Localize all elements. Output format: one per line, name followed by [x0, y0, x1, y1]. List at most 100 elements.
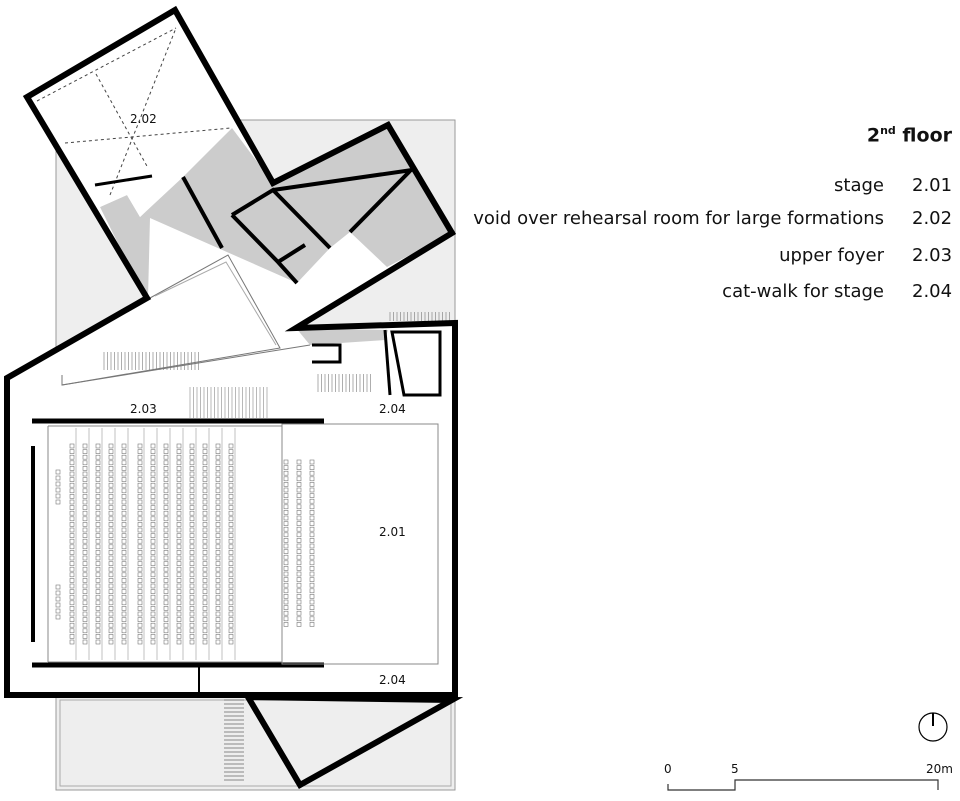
- seat: [163, 522, 169, 527]
- seat: [121, 505, 127, 510]
- seat: [108, 572, 114, 578]
- seat: [202, 449, 208, 454]
- seat: [176, 566, 182, 572]
- seat: [121, 494, 127, 499]
- seat: [215, 443, 221, 449]
- seat: [121, 522, 127, 527]
- seat: [215, 578, 221, 583]
- seat: [69, 550, 75, 555]
- seat: [309, 549, 315, 554]
- seat: [108, 482, 114, 488]
- seat: [150, 527, 156, 533]
- seat: [137, 628, 143, 634]
- seat: [150, 494, 156, 499]
- seat: [228, 566, 234, 572]
- seat: [137, 449, 143, 454]
- interior-walls: [181, 168, 442, 397]
- seat: [69, 538, 75, 544]
- seat: [163, 606, 169, 611]
- seat: [176, 628, 182, 634]
- seat: [95, 578, 101, 583]
- seat: [108, 443, 114, 449]
- seat: [283, 493, 289, 498]
- seat: [202, 572, 208, 578]
- seat: [163, 572, 169, 578]
- seat: [69, 600, 75, 606]
- seat: [150, 555, 156, 561]
- seat: [296, 543, 302, 549]
- seat: [215, 482, 221, 488]
- seat: [95, 538, 101, 544]
- seat: [108, 527, 114, 533]
- seat: [137, 466, 143, 471]
- seat: [108, 538, 114, 544]
- seat: [309, 543, 315, 549]
- seat: [228, 583, 234, 589]
- seat: [202, 533, 208, 538]
- seat: [121, 578, 127, 583]
- seat: [69, 634, 75, 639]
- seat: [228, 522, 234, 527]
- seat: [163, 628, 169, 634]
- seat: [176, 583, 182, 589]
- seat: [121, 583, 127, 589]
- seat: [82, 594, 88, 600]
- seat: [296, 622, 302, 627]
- seat: [108, 522, 114, 527]
- seat: [82, 522, 88, 527]
- seat: [228, 516, 234, 522]
- seat: [283, 560, 289, 566]
- seat: [82, 628, 88, 634]
- seat: [137, 454, 143, 460]
- seat: [108, 583, 114, 589]
- seat: [215, 606, 221, 611]
- scale-bar: [667, 779, 939, 791]
- seat: [108, 634, 114, 639]
- seat: [108, 471, 114, 477]
- seat: [202, 566, 208, 572]
- seat: [215, 583, 221, 589]
- seat: [69, 639, 75, 645]
- seat: [189, 499, 195, 505]
- seat: [176, 449, 182, 454]
- seat: [189, 533, 195, 538]
- seat: [215, 488, 221, 494]
- seat: [202, 454, 208, 460]
- seat: [137, 611, 143, 617]
- seat: [228, 594, 234, 600]
- seat: [283, 459, 289, 465]
- seat: [163, 611, 169, 617]
- legend-item-code: 2.04: [912, 281, 953, 302]
- seat: [69, 477, 75, 482]
- seat: [108, 510, 114, 516]
- seat: [228, 606, 234, 611]
- seat: [121, 611, 127, 617]
- seat: [189, 471, 195, 477]
- seat: [283, 599, 289, 605]
- seat: [202, 522, 208, 527]
- seat: [202, 622, 208, 628]
- seat: [150, 589, 156, 594]
- seat: [296, 487, 302, 493]
- seat: [189, 544, 195, 550]
- seat: [150, 606, 156, 611]
- seat: [215, 628, 221, 634]
- seat: [82, 482, 88, 488]
- seat: [296, 582, 302, 588]
- seat: [202, 494, 208, 499]
- seat: [55, 487, 61, 493]
- seat: [150, 482, 156, 488]
- seat: [137, 533, 143, 538]
- seat: [69, 527, 75, 533]
- seat: [215, 566, 221, 572]
- seat: [202, 544, 208, 550]
- seat: [296, 560, 302, 566]
- seat: [296, 549, 302, 554]
- seat: [69, 617, 75, 622]
- seat: [176, 471, 182, 477]
- seat: [95, 466, 101, 471]
- seat: [69, 499, 75, 505]
- seat: [228, 639, 234, 645]
